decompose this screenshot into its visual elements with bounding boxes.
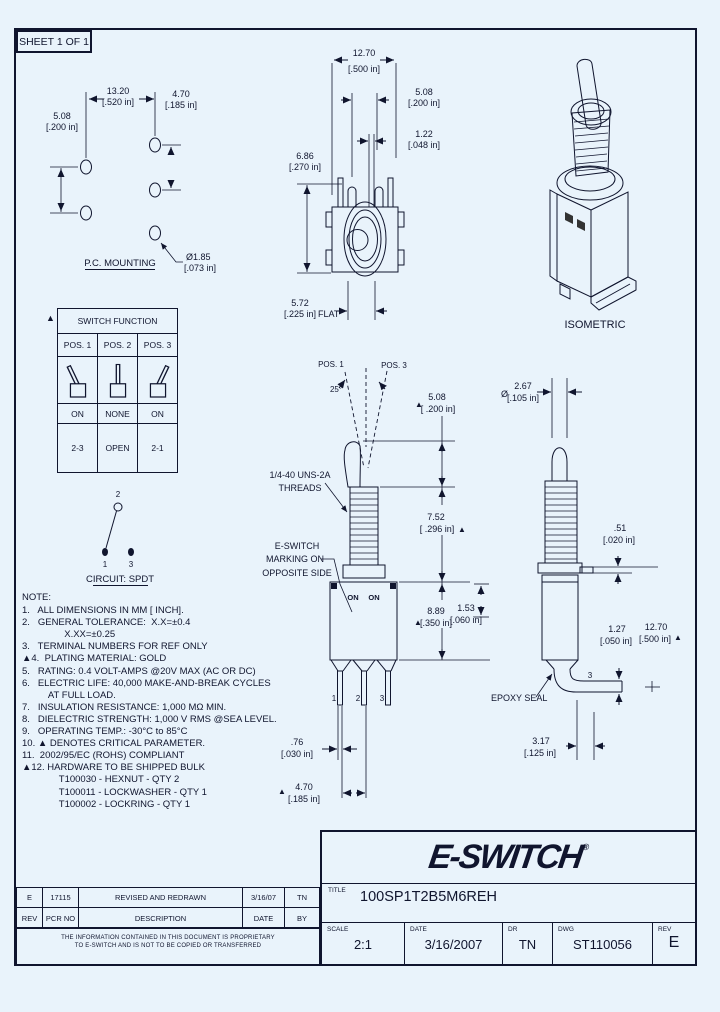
title-block-bottom-row: SCALE 2:1 DATE 3/16/2007 DR TN DWG ST110… <box>322 923 695 964</box>
description-header: DESCRIPTION <box>79 908 243 928</box>
rev-by: TN <box>285 888 319 908</box>
titleblock-rev-label: REV <box>658 926 672 933</box>
title-label: TITLE <box>328 887 346 894</box>
function-on-pos1: ON <box>58 404 98 424</box>
rev-value: E <box>17 888 43 908</box>
title-block: E-SWITCH® TITLE 100SP1T2B5M6REH SCALE 2:… <box>320 830 697 966</box>
date-value: 3/16/2007 <box>424 937 483 952</box>
function-term-pos3: 2-1 <box>151 443 164 453</box>
toggle-left-icon <box>65 364 86 398</box>
date-header: DATE <box>243 908 285 928</box>
function-col-pos1: POS. 1 <box>58 334 98 357</box>
company-logo: E-SWITCH® <box>322 832 695 884</box>
proprietary-notice: THE INFORMATION CONTAINED IN THIS DOCUME… <box>16 927 320 966</box>
revision-table: E 17115 REVISED AND REDRAWN 3/16/07 TN R… <box>16 887 320 929</box>
registered-mark: ® <box>581 842 591 852</box>
critical-mark: ▲ <box>46 313 55 323</box>
toggle-icon-pos1-cell <box>58 357 98 404</box>
titleblock-rev-value: E <box>668 934 680 951</box>
scale-value: 2:1 <box>353 937 373 952</box>
dr-label: DR <box>508 926 518 933</box>
function-on-pos2: NONE <box>98 404 138 424</box>
notes-list: 1. ALL DIMENSIONS IN MM [ INCH].2. GENER… <box>22 605 277 810</box>
date-label: DATE <box>410 926 427 933</box>
toggle-center-icon <box>109 363 126 398</box>
part-number: 100SP1T2B5M6REH <box>360 889 498 905</box>
dwg-label: DWG <box>558 926 574 933</box>
drawn-by-cell: DR TN <box>503 923 553 964</box>
dr-value: TN <box>518 937 537 952</box>
scale-cell: SCALE 2:1 <box>322 923 405 964</box>
function-col-pos2: POS. 2 <box>98 334 138 357</box>
rev-cell: REV E <box>653 923 695 964</box>
drawing-frame <box>14 28 697 966</box>
rev-date: 3/16/07 <box>243 888 285 908</box>
toggle-right-icon <box>149 364 170 398</box>
rev-header: REV <box>17 908 43 928</box>
switch-function-table: SWITCH FUNCTION POS. 1 POS. 2 POS. 3 <box>57 308 178 473</box>
toggle-icon-pos2-cell <box>98 357 138 404</box>
function-table-title: SWITCH FUNCTION <box>58 309 177 334</box>
rev-description: REVISED AND REDRAWN <box>79 888 243 908</box>
pcr-header: PCR NO <box>43 908 79 928</box>
by-header: BY <box>296 913 307 923</box>
notes-block: NOTE: 1. ALL DIMENSIONS IN MM [ INCH].2.… <box>22 592 322 811</box>
toggle-icon-pos3-cell <box>138 357 177 404</box>
pcr-value: 17115 <box>43 888 79 908</box>
proprietary-line-1: THE INFORMATION CONTAINED IN THIS DOCUME… <box>61 935 275 941</box>
scale-label: SCALE <box>327 926 349 933</box>
dwg-number: ST110056 <box>572 937 633 952</box>
function-on-pos3: ON <box>138 404 177 424</box>
sheet-number-box: SHEET 1 OF 1 <box>16 30 92 53</box>
function-term-pos1: 2-3 <box>58 424 98 472</box>
date-cell: DATE 3/16/2007 <box>405 923 503 964</box>
dwg-cell: DWG ST110056 <box>553 923 653 964</box>
function-term-pos2: OPEN <box>98 424 138 472</box>
proprietary-line-2: TO E-SWITCH AND IS NOT TO BE COPIED OR T… <box>74 943 262 949</box>
function-col-pos3: POS. 3 <box>138 334 177 357</box>
notes-heading: NOTE: <box>22 592 52 603</box>
title-row: TITLE 100SP1T2B5M6REH <box>322 884 695 923</box>
logo-text: E-SWITCH <box>426 838 584 876</box>
